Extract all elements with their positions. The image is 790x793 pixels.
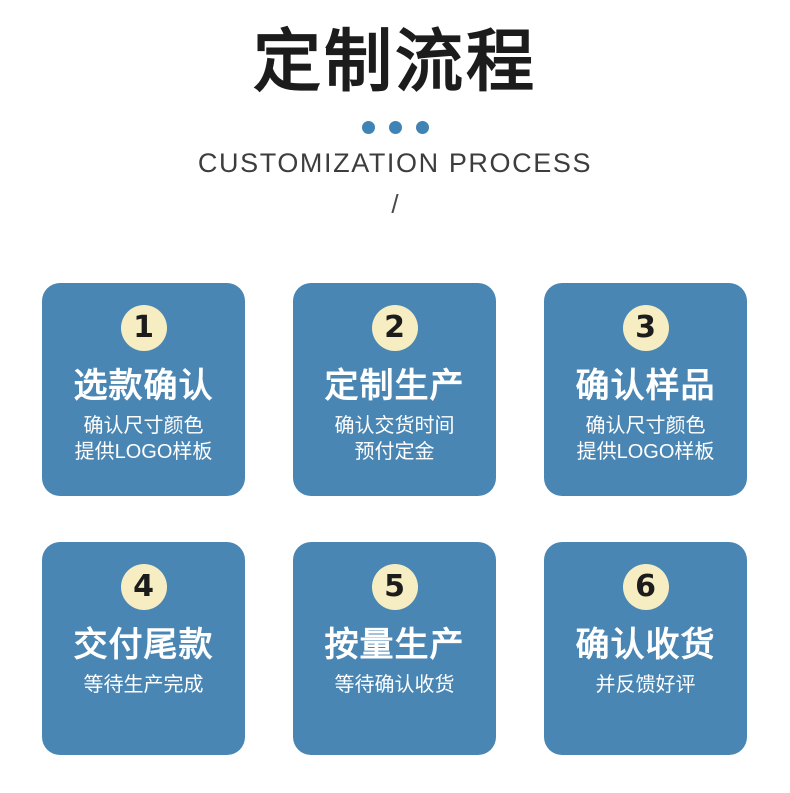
process-step-card[interactable]: 5 按量生产等待确认收货: [293, 542, 496, 755]
dot-icon: [361, 121, 375, 135]
step-description-line: 提供LOGO样板: [74, 441, 213, 464]
step-description-line: 确认尺寸颜色: [83, 415, 204, 438]
step-number-badge: 2: [371, 305, 418, 351]
dot-icon: [388, 121, 402, 135]
step-number-badge: 4: [120, 564, 167, 610]
step-title: 确认收货: [575, 625, 716, 665]
process-step-card[interactable]: 1 选款确认确认尺寸颜色提供LOGO样板: [42, 283, 245, 496]
step-description: 等待生产完成: [84, 672, 204, 698]
step-title: 确认样品: [575, 366, 716, 406]
step-description: 等待确认收货: [335, 672, 455, 698]
step-description-line: 等待生产完成: [83, 674, 204, 697]
step-number-badge: 5: [371, 564, 418, 610]
step-number-badge: 6: [622, 564, 669, 610]
step-title: 定制生产: [324, 366, 465, 406]
step-title: 按量生产: [324, 625, 465, 665]
step-description-line: 确认尺寸颜色: [585, 415, 706, 438]
page-header: 定制流程 CUSTOMIZATION PROCESS /: [0, 0, 790, 220]
step-number-badge: 3: [622, 305, 669, 351]
step-description: 确认尺寸颜色提供LOGO样板: [75, 413, 213, 466]
step-description-line: 提供LOGO样板: [576, 441, 715, 464]
step-description-line: 预付定金: [354, 441, 435, 464]
step-description: 确认尺寸颜色提供LOGO样板: [577, 413, 715, 466]
process-step-card[interactable]: 2 定制生产确认交货时间预付定金: [293, 283, 496, 496]
step-description-line: 确认交货时间: [334, 415, 455, 438]
step-description-line: 并反馈好评: [595, 674, 696, 697]
dot-icon: [415, 121, 429, 135]
step-description-line: 等待确认收货: [334, 674, 455, 697]
step-title: 选款确认: [73, 366, 214, 406]
page-title: 定制流程: [252, 23, 537, 102]
process-step-card[interactable]: 4 交付尾款等待生产完成: [42, 542, 245, 755]
step-description: 确认交货时间预付定金: [335, 413, 455, 466]
process-step-card[interactable]: 3 确认样品确认尺寸颜色提供LOGO样板: [544, 283, 747, 496]
page-subtitle: CUSTOMIZATION PROCESS: [197, 148, 593, 179]
divider-mark: /: [391, 189, 399, 220]
process-step-card[interactable]: 6 确认收货并反馈好评: [544, 542, 747, 755]
step-description: 并反馈好评: [596, 672, 696, 698]
step-title: 交付尾款: [73, 625, 214, 665]
step-number-badge: 1: [120, 305, 167, 351]
dot-separator: [0, 121, 790, 135]
